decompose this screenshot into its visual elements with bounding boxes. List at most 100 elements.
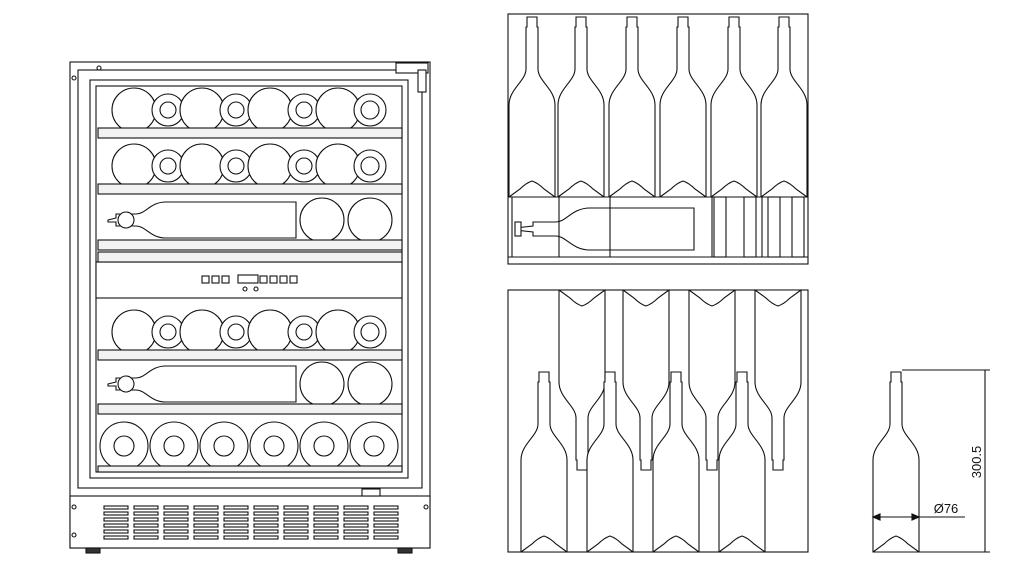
shelf-rail [97, 183, 403, 195]
bottle-punt [263, 435, 285, 457]
bottle-base [347, 197, 393, 243]
bottle-base [111, 87, 157, 133]
vent-slot [373, 529, 399, 534]
kick-plate [69, 495, 431, 549]
bottle-neck-stub [713, 196, 727, 258]
vent-slot [253, 511, 279, 516]
side-bottle-row [107, 197, 393, 243]
lying-bottle [514, 207, 695, 251]
vent-slot [193, 517, 219, 522]
bottle-base [179, 87, 225, 133]
screw [96, 65, 102, 71]
vent-slot [313, 523, 339, 528]
vent-slot [223, 529, 249, 534]
vent-slot [313, 511, 339, 516]
bottle-base [315, 309, 361, 355]
vent-slot [343, 535, 369, 540]
shelf-rail [97, 127, 403, 139]
vent-slot [313, 535, 339, 540]
shelf-rail [97, 239, 403, 251]
bottle-base [247, 87, 293, 133]
vent-slot [283, 523, 309, 528]
vent-slot [193, 523, 219, 528]
round-bottles-row [111, 87, 387, 133]
vent-slot [193, 529, 219, 534]
screw [71, 75, 77, 81]
foot [397, 547, 413, 554]
bottle-base [111, 143, 157, 189]
bottle-neck [159, 323, 177, 341]
round-bottles-row [111, 309, 387, 355]
control-display [237, 274, 259, 284]
control-button [269, 275, 278, 284]
control-button [289, 275, 298, 284]
lying-bottle [107, 201, 297, 239]
vent-slot [313, 529, 339, 534]
foot [85, 547, 101, 554]
reference-bottle [872, 371, 920, 553]
vent-slot [223, 505, 249, 510]
bottle-neck [360, 100, 380, 120]
vent-slot [163, 517, 189, 522]
bottom-rail [97, 465, 403, 473]
indicator-led [242, 286, 248, 292]
vent-slot [283, 511, 309, 516]
vent-slot [313, 517, 339, 522]
indicator-led [253, 286, 259, 292]
bottle-base [299, 361, 345, 407]
screw [71, 504, 77, 510]
bottle-neck [360, 322, 380, 342]
vent-slot [253, 523, 279, 528]
bottle-base [299, 197, 345, 243]
control-button [279, 275, 288, 284]
vent-slot [193, 535, 219, 540]
hinge [395, 62, 429, 74]
diameter-dimension-label: Ø76 [934, 501, 959, 516]
control-button [211, 275, 220, 284]
bottle-base [111, 309, 157, 355]
vent-slot [133, 511, 159, 516]
vent-slot [163, 511, 189, 516]
bottle-neck-stub [791, 196, 805, 258]
screw [423, 504, 429, 510]
vent-slot [253, 529, 279, 534]
vent-slot [163, 529, 189, 534]
bottle-punt [163, 435, 185, 457]
zone-divider [97, 251, 403, 263]
door-handle [417, 69, 427, 93]
bottle-neck [159, 101, 177, 119]
vent-slot [163, 505, 189, 510]
vent-slot [103, 505, 129, 510]
control-button [201, 275, 210, 284]
bottle-neck [227, 323, 245, 341]
arrow [871, 513, 881, 521]
control-button [259, 275, 268, 284]
shelf-rail [97, 403, 403, 415]
vent-slot [133, 523, 159, 528]
vent-slot [253, 505, 279, 510]
bottle-base [247, 143, 293, 189]
vent-slot [283, 529, 309, 534]
vent-slot [283, 535, 309, 540]
bottle-neck [227, 101, 245, 119]
bottle-neck [159, 157, 177, 175]
vent-slot [223, 511, 249, 516]
vent-slot [163, 535, 189, 540]
bottle-neck-stub [743, 196, 757, 258]
bottle-neck [295, 101, 313, 119]
vent-slot [163, 523, 189, 528]
lower-zone-side-view [507, 289, 809, 553]
vent-slot [313, 505, 339, 510]
control-button [221, 275, 230, 284]
vent-slot [373, 517, 399, 522]
vent-slot [343, 511, 369, 516]
vent-slot [283, 505, 309, 510]
bottle-base [247, 309, 293, 355]
vent-slot [373, 505, 399, 510]
round-bottles-row [111, 143, 387, 189]
vent-slot [343, 505, 369, 510]
bottle-neck [295, 157, 313, 175]
cooler-front-view [69, 61, 431, 554]
bottle-neck-stub [767, 196, 781, 258]
